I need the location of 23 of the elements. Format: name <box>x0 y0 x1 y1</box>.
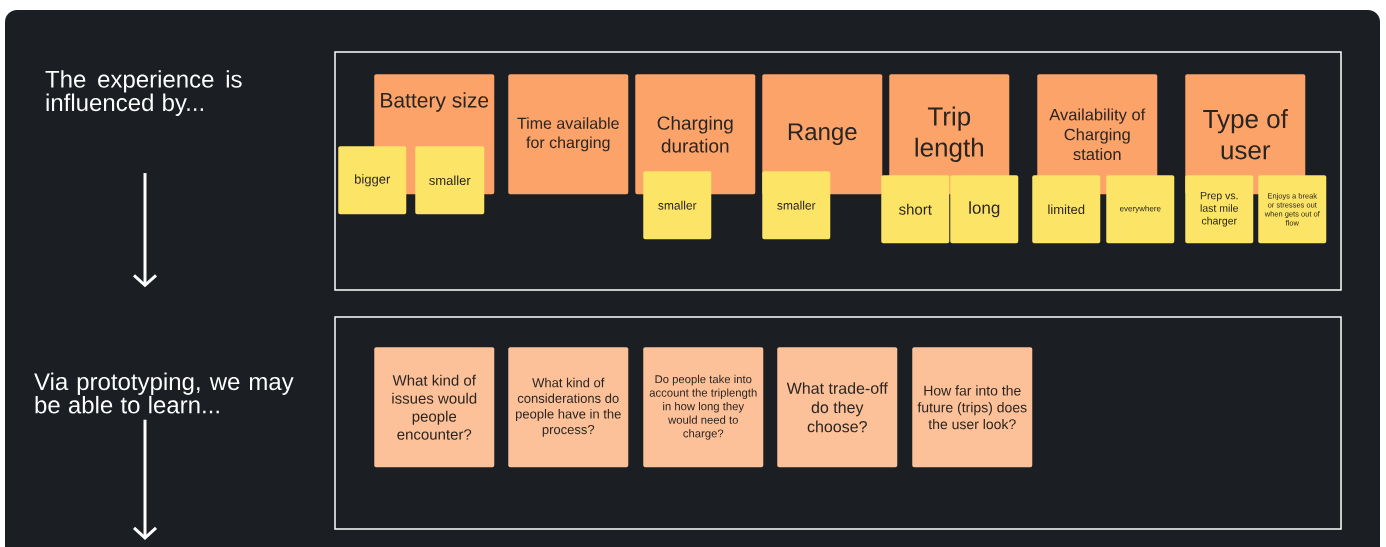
sticky-note: Range <box>762 74 883 195</box>
sticky-note: Charging duration <box>635 74 756 195</box>
sticky-note: bigger <box>338 146 407 215</box>
sticky-note: everywhere <box>1106 175 1175 244</box>
sticky-note: long <box>950 175 1019 244</box>
sticky-note: Prep vs. last mile charger <box>1185 175 1254 244</box>
frame-box <box>334 316 1342 530</box>
sticky-note: smaller <box>415 146 485 215</box>
sticky-note: How far into the future (trips) does the user look? <box>912 347 1033 468</box>
sticky-note: smaller <box>643 171 712 240</box>
sticky-note: Time available for charging <box>508 74 629 195</box>
text-label: Via prototyping, we may be able to learn... <box>34 372 294 414</box>
arrow <box>133 419 157 540</box>
sticky-note: What kind of considerations do people have in the process? <box>508 347 629 468</box>
sticky-note: What trade-off do they choose? <box>777 347 898 468</box>
sticky-note: limited <box>1032 175 1101 244</box>
sticky-note: What kind of issues would people encounter? <box>374 347 495 468</box>
sticky-note: Do people take into account the triplength in how long they would need to charge? <box>643 347 764 468</box>
sticky-note: smaller <box>762 171 831 240</box>
sticky-note: short <box>881 175 950 244</box>
text-label: The experience is influenced by... <box>45 70 242 116</box>
arrow <box>133 173 157 288</box>
frame-box <box>334 51 1342 291</box>
